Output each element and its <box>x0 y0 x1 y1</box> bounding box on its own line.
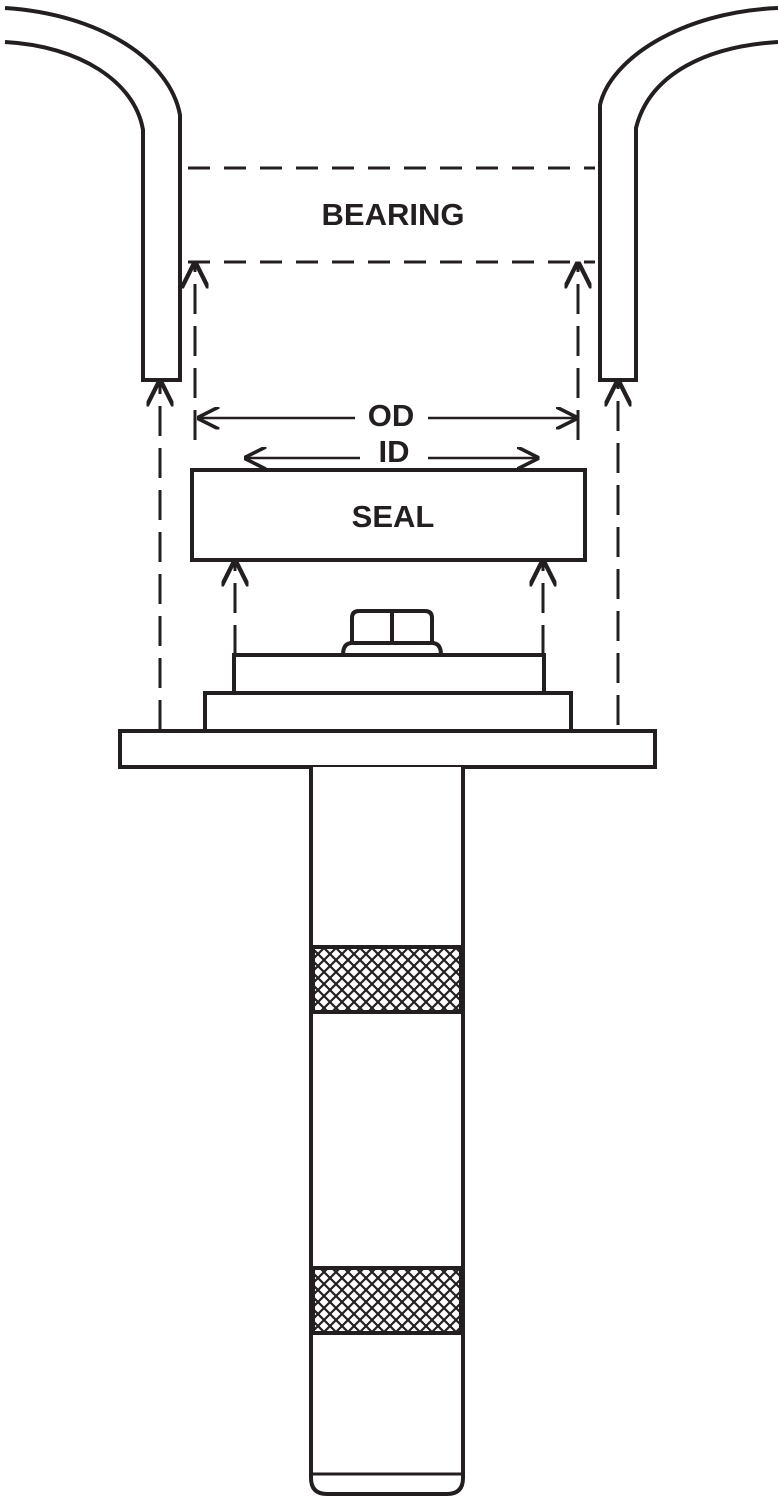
knurl-band-lower <box>311 1266 463 1335</box>
bearing-outline <box>188 166 595 264</box>
guide-arrows <box>160 264 618 730</box>
id-label: ID <box>379 434 410 469</box>
bearing-label: BEARING <box>322 197 465 232</box>
seal-label: SEAL <box>352 499 435 534</box>
housing-right-wall <box>598 6 778 382</box>
driver-disc-lower <box>203 691 573 733</box>
driver-disc-upper <box>232 653 546 695</box>
nut-flange <box>341 641 443 656</box>
knurl-band-upper <box>311 945 463 1014</box>
handle-shaft <box>309 767 465 1496</box>
base-plate <box>118 729 657 769</box>
seal-box <box>190 468 587 562</box>
od-label: OD <box>368 398 415 433</box>
dimension-arrows <box>199 418 576 458</box>
housing-left-wall <box>4 6 182 382</box>
